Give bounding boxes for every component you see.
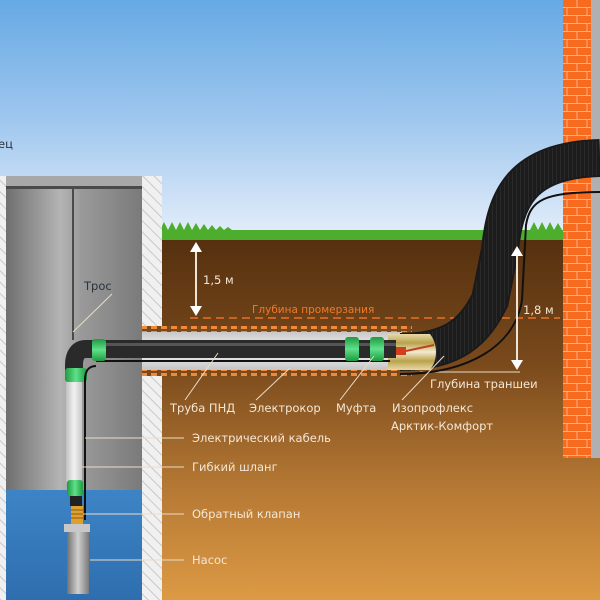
label-flexible-hose: Гибкий шланг: [192, 460, 278, 474]
label-check-valve: Обратный клапан: [192, 507, 300, 521]
label-trench-depth: Глубина траншеи: [430, 377, 538, 391]
well-wall-left: [0, 176, 6, 600]
electric-cable: [84, 365, 97, 520]
title-fragment: ец: [0, 137, 13, 151]
label-pump: Насос: [192, 553, 227, 567]
label-electric-cable: Электрический кабель: [192, 431, 331, 445]
wall-edge: [591, 0, 600, 458]
label-coupling: Муфта: [336, 401, 376, 415]
label-frost-line: Глубина промерзания: [252, 304, 374, 316]
pnd-pipe-elbow: [65, 340, 100, 380]
pipe-cable: [399, 191, 600, 375]
well-wall-right: [142, 176, 162, 600]
label-trench-depth-value: 1,8 м: [523, 303, 554, 317]
label-frost-depth: 1,5 м: [203, 273, 234, 287]
trench-depth-arrow: [511, 246, 523, 370]
label-rope: Трос: [83, 279, 112, 293]
hose-coupling: [67, 480, 83, 496]
elbow-coupling-top: [92, 339, 106, 361]
elbow-coupling-side: [65, 368, 87, 382]
frost-depth-arrow: [190, 242, 202, 316]
check-valve: [71, 506, 83, 524]
coupling: [345, 337, 384, 361]
label-heating-cable: Электрокор: [249, 401, 321, 415]
brick-wall: [563, 0, 591, 458]
grass: [160, 222, 600, 240]
flexible-hose: [66, 382, 82, 482]
leader-lines: [72, 293, 445, 561]
pump: [64, 524, 90, 532]
label-insulation-2: Арктик-Комфорт: [391, 419, 493, 433]
label-insulation-1: Изопрофлекс: [392, 401, 473, 415]
label-pnd-pipe: Труба ПНД: [169, 401, 235, 415]
insulation-cutaway: [388, 334, 436, 370]
